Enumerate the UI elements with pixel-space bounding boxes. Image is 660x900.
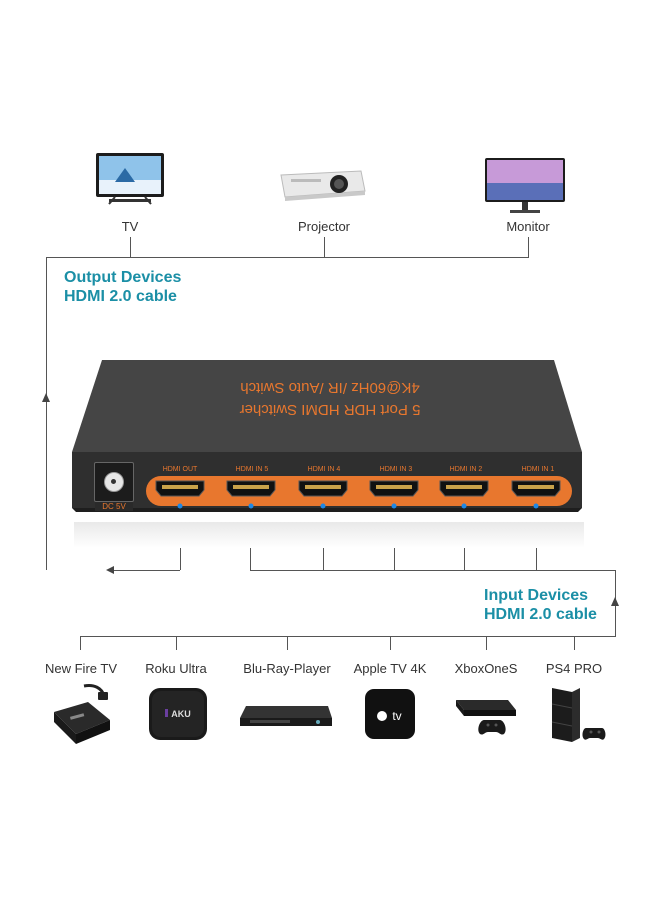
apple-tv-icon: tv [365,689,415,739]
output-device-label: Monitor [506,219,550,234]
output-device-label: TV [121,219,139,234]
output-group-heading: Output Devices [64,269,182,286]
projector-icon [280,170,366,201]
hdmi-port-icon [298,480,348,497]
output-group-cable: HDMI 2.0 cable [64,288,177,305]
port-label-hdmi-in-5: HDMI IN 5 [235,466,269,473]
port-panel [146,476,572,506]
ps4-console-icon [551,688,606,742]
xbox-console-icon [456,700,516,735]
input-group-cable: HDMI 2.0 cable [484,606,597,623]
dc-power-jack [94,462,134,502]
output-device-label: Projector [297,219,351,234]
hdmi-port-icon [439,480,489,497]
input-device-label: New Fire TV [45,661,117,676]
monitor-icon [485,158,565,213]
bluray-player-icon [240,706,332,726]
input-group-title: Input Devices HDMI 2.0 cable [484,586,597,624]
power-jack-pin [111,479,116,484]
roku-brand-text: AKU [171,709,191,719]
hdmi-port-icon [369,480,419,497]
switcher-spec-line: 4K@60Hz /IR /Auto Switch [240,379,420,396]
roku-box-icon: AKU [149,688,207,740]
port-label-hdmi-in-1: HDMI IN 1 [521,466,555,473]
power-label: DC 5V [95,502,133,511]
port-label-hdmi-out: HDMI OUT [162,466,198,473]
input-group-heading: Input Devices [484,587,589,604]
hdmi-port-icon [226,480,276,497]
fire-tv-stick-icon [54,684,110,744]
port-label-hdmi-in-2: HDMI IN 2 [449,466,483,473]
port-label-hdmi-in-3: HDMI IN 3 [379,466,413,473]
input-device-label: PS4 PRO [545,661,603,676]
switcher-model-line: 5 Port HDR HDMI Switcher [239,401,421,418]
input-device-label: Roku Ultra [145,661,207,676]
port-label-hdmi-in-4: HDMI IN 4 [307,466,341,473]
apple-tv-brand-text: tv [392,709,401,723]
hdmi-port-icon [511,480,561,497]
input-device-label: Blu-Ray-Player [243,661,331,676]
input-device-label: XboxOneS [454,661,518,676]
hdmi-ports [155,480,561,509]
switcher-top-text: 5 Port HDR HDMI Switcher 4K@60Hz /IR /Au… [130,376,530,420]
input-device-label: Apple TV 4K [353,661,427,676]
switcher-reflection [74,522,584,548]
output-group-title: Output Devices HDMI 2.0 cable [64,268,181,306]
tv-icon [96,153,164,205]
hdmi-port-icon [155,480,205,497]
